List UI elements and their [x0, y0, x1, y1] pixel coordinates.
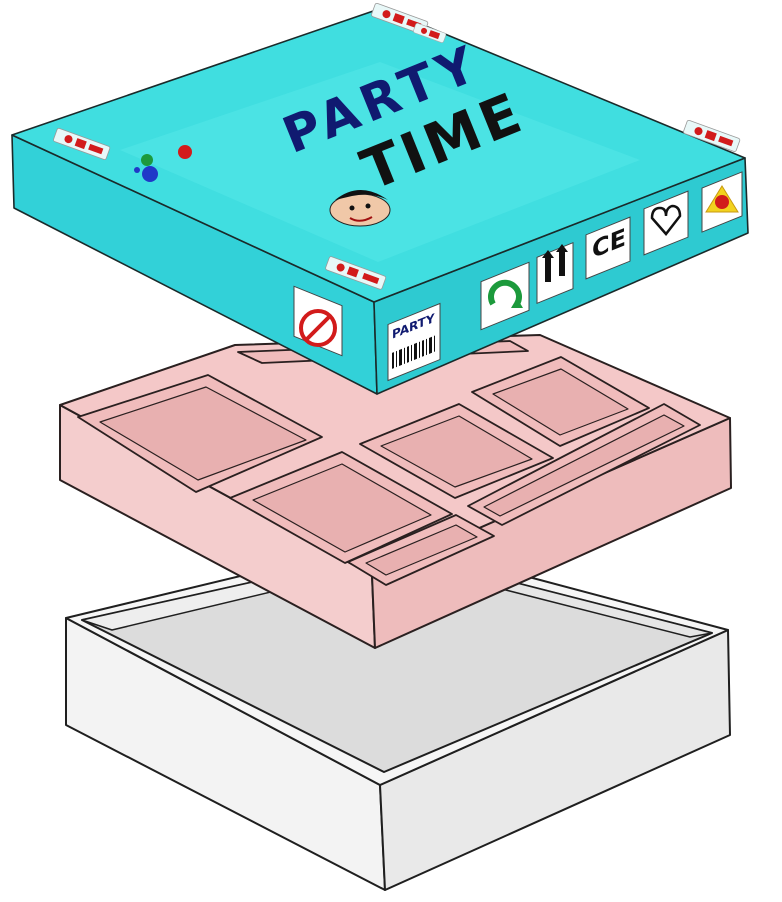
dot-blue-2: [134, 167, 140, 173]
dot-green: [141, 154, 153, 166]
dot-blue-1: [142, 166, 158, 182]
dot-red-1: [178, 145, 192, 159]
